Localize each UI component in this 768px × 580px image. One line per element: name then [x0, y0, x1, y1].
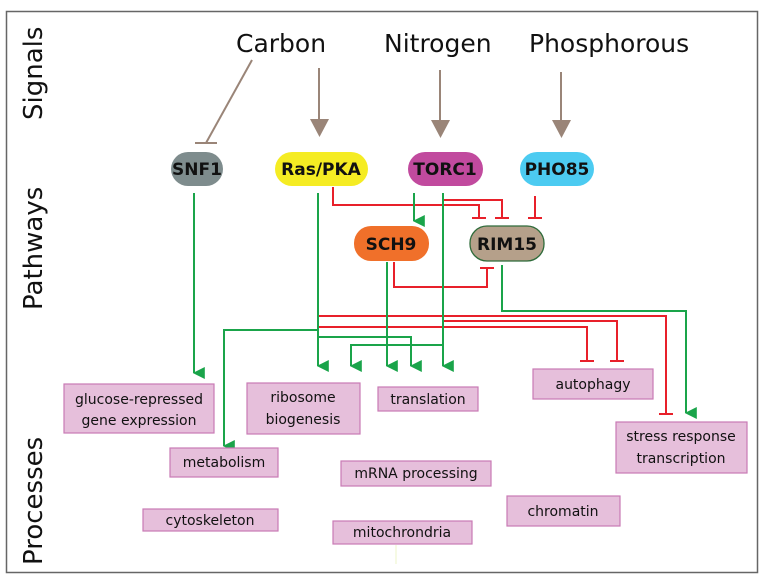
ras-pka-inhibits-autophagy — [318, 326, 594, 362]
svg-text:transcription: transcription — [636, 451, 725, 467]
process-stress-response-transcription[interactable]: stress response transcription — [615, 421, 748, 474]
svg-text:autophagy: autophagy — [555, 377, 630, 393]
process-autophagy[interactable]: autophagy — [532, 368, 654, 400]
node-sch9[interactable]: SCH9 — [354, 226, 429, 261]
svg-text:cytoskeleton: cytoskeleton — [166, 513, 255, 529]
process-mitochondria[interactable]: mitochrondria — [332, 520, 473, 545]
process-mrna-processing[interactable]: mRNA processing — [340, 460, 492, 487]
ras-pka-inhibits-rim15 — [332, 187, 486, 219]
process-glucose-repressed-gene-expression[interactable]: glucose-repressed gene expression — [63, 383, 215, 434]
process-translation[interactable]: translation — [377, 386, 479, 412]
svg-text:ribosome: ribosome — [270, 390, 335, 406]
arrowhead-icon — [431, 120, 450, 138]
process-ribosome-biogenesis[interactable]: ribosome biogenesis — [246, 382, 361, 435]
svg-text:TORC1: TORC1 — [413, 160, 476, 180]
process-metabolism[interactable]: metabolism — [169, 447, 279, 478]
svg-text:mRNA processing: mRNA processing — [354, 466, 477, 482]
arrowhead-icon — [310, 119, 329, 137]
svg-text:chromatin: chromatin — [527, 504, 598, 520]
signal-carbon-inhibits-snf1 — [195, 59, 253, 144]
arrowhead-icon — [552, 120, 571, 138]
inhibits-stress-response — [318, 315, 673, 415]
svg-text:gene expression: gene expression — [82, 413, 197, 429]
ras-pka-activates-translation — [318, 336, 422, 372]
node-torc1[interactable]: TORC1 — [408, 152, 483, 186]
svg-text:metabolism: metabolism — [183, 455, 265, 471]
svg-text:RIM15: RIM15 — [477, 235, 537, 255]
sch9-inhibits-rim15 — [393, 262, 494, 288]
rim15-activates-stress-response — [501, 265, 697, 419]
signal-phosphorous-activates-pho85 — [552, 72, 571, 138]
node-ras-pka[interactable]: Ras/PKA — [275, 152, 368, 186]
diagram-frame — [5, 10, 759, 574]
signal-carbon-activates-ras-pka — [310, 68, 329, 137]
torc1-inhibits-rim15 — [444, 199, 509, 219]
torc1-activates-ribosome — [349, 344, 443, 372]
svg-text:translation: translation — [390, 392, 465, 408]
process-chromatin[interactable]: chromatin — [506, 495, 621, 527]
node-rim15[interactable]: RIM15 — [469, 225, 545, 262]
svg-text:SNF1: SNF1 — [172, 160, 222, 180]
signal-carbon: Carbon — [236, 29, 326, 58]
ras-pka-activates-metabolism — [222, 329, 318, 452]
node-pho85[interactable]: PHO85 — [520, 152, 594, 186]
pho85-inhibits-rim15 — [528, 196, 542, 219]
torc1-inhibits-autophagy — [443, 320, 624, 362]
signal-phosphorous: Phosphorous — [529, 29, 689, 58]
process-cytoskeleton[interactable]: cytoskeleton — [142, 508, 279, 532]
svg-text:stress response: stress response — [626, 429, 735, 445]
svg-text:PHO85: PHO85 — [525, 160, 590, 180]
svg-text:Ras/PKA: Ras/PKA — [281, 160, 362, 180]
tier-label-processes: Processes — [19, 437, 49, 565]
svg-text:biogenesis: biogenesis — [266, 412, 341, 428]
node-snf1[interactable]: SNF1 — [171, 152, 223, 186]
svg-text:glucose-repressed: glucose-repressed — [75, 392, 203, 408]
signal-nitrogen: Nitrogen — [384, 29, 492, 58]
svg-text:mitochrondria: mitochrondria — [353, 525, 451, 541]
tier-label-signals: Signals — [19, 27, 49, 120]
svg-text:SCH9: SCH9 — [366, 235, 417, 255]
signal-nitrogen-activates-torc1 — [431, 70, 450, 138]
tier-label-pathways: Pathways — [19, 187, 49, 310]
